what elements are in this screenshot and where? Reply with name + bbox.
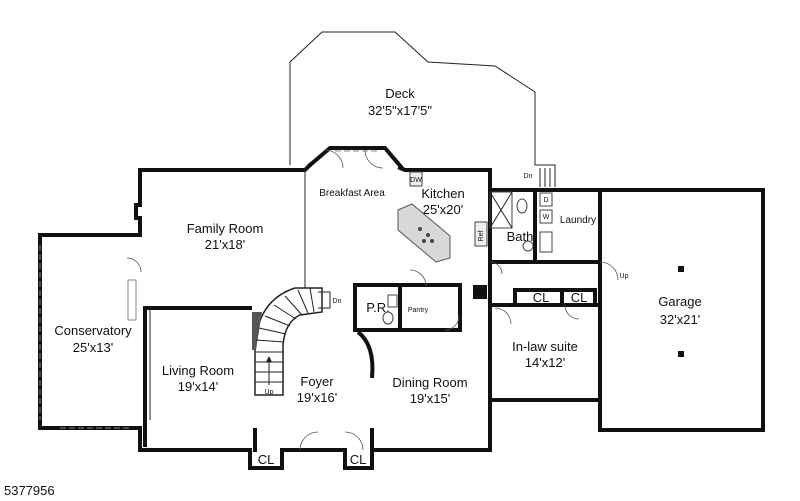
garage-size: 32'x21' <box>660 312 700 327</box>
garage-up-label: Up <box>620 273 629 280</box>
deck-stairs-down-label: Dn <box>524 173 533 180</box>
refrigerator-box <box>474 221 488 247</box>
breakfast-label: Breakfast Area <box>319 188 385 199</box>
bath-label: Bath <box>507 229 534 244</box>
laundry-label: Laundry <box>560 215 596 226</box>
kitchen-label: Kitchen <box>421 186 464 201</box>
conservatory-windows <box>39 245 137 429</box>
kitchen-island <box>397 203 451 263</box>
refrigerator-label: Ref <box>478 231 485 242</box>
dining-room-size: 19'x15' <box>410 391 450 406</box>
powder-fixtures <box>382 294 398 325</box>
interior-walls <box>143 170 602 452</box>
main-staircase <box>252 287 331 396</box>
kitchen-size: 25'x20' <box>423 202 463 217</box>
foyer-size: 19'x16' <box>297 390 337 405</box>
foyer-label: Foyer <box>300 374 334 389</box>
door-swings <box>126 149 619 451</box>
deck-outline <box>289 31 556 187</box>
pantry-label: Pantry <box>408 307 429 314</box>
bath-fixtures <box>489 191 553 253</box>
family-room-label: Family Room <box>187 221 264 236</box>
conservatory-label: Conservatory <box>54 323 132 338</box>
garage-markers <box>678 266 684 357</box>
closet-label-inlaw-right: CL <box>571 290 588 305</box>
curved-dining-wall <box>356 330 375 379</box>
dishwasher-label: DW <box>410 177 422 184</box>
dishwasher-box <box>409 171 423 187</box>
conservatory-size: 25'x13' <box>73 340 113 355</box>
washer-label: W <box>543 214 550 221</box>
inlaw-suite-label: In-law suite <box>512 339 578 354</box>
family-room-size: 21'x18' <box>205 237 245 252</box>
listing-id: 5377956 <box>4 483 55 498</box>
inlaw-suite-size: 14'x12' <box>525 355 565 370</box>
closet-label-foyer-left: CL <box>258 452 275 467</box>
garage-label: Garage <box>658 294 701 309</box>
dryer-label: D <box>543 197 548 204</box>
closet-label-foyer-right: CL <box>350 452 367 467</box>
living-room-size: 19'x14' <box>178 379 218 394</box>
living-room-label: Living Room <box>162 363 234 378</box>
dining-room-label: Dining Room <box>392 375 467 390</box>
breakfast-bay <box>307 146 405 171</box>
deck-size: 32'5"x17'5" <box>368 103 432 118</box>
powder-room-label: P.R. <box>366 300 390 315</box>
closet-label-inlaw-left: CL <box>533 290 550 305</box>
basement-stairs-down-label: Dn <box>333 298 342 305</box>
stair-up-label: Up <box>265 389 274 396</box>
deck-label: Deck <box>385 86 415 101</box>
